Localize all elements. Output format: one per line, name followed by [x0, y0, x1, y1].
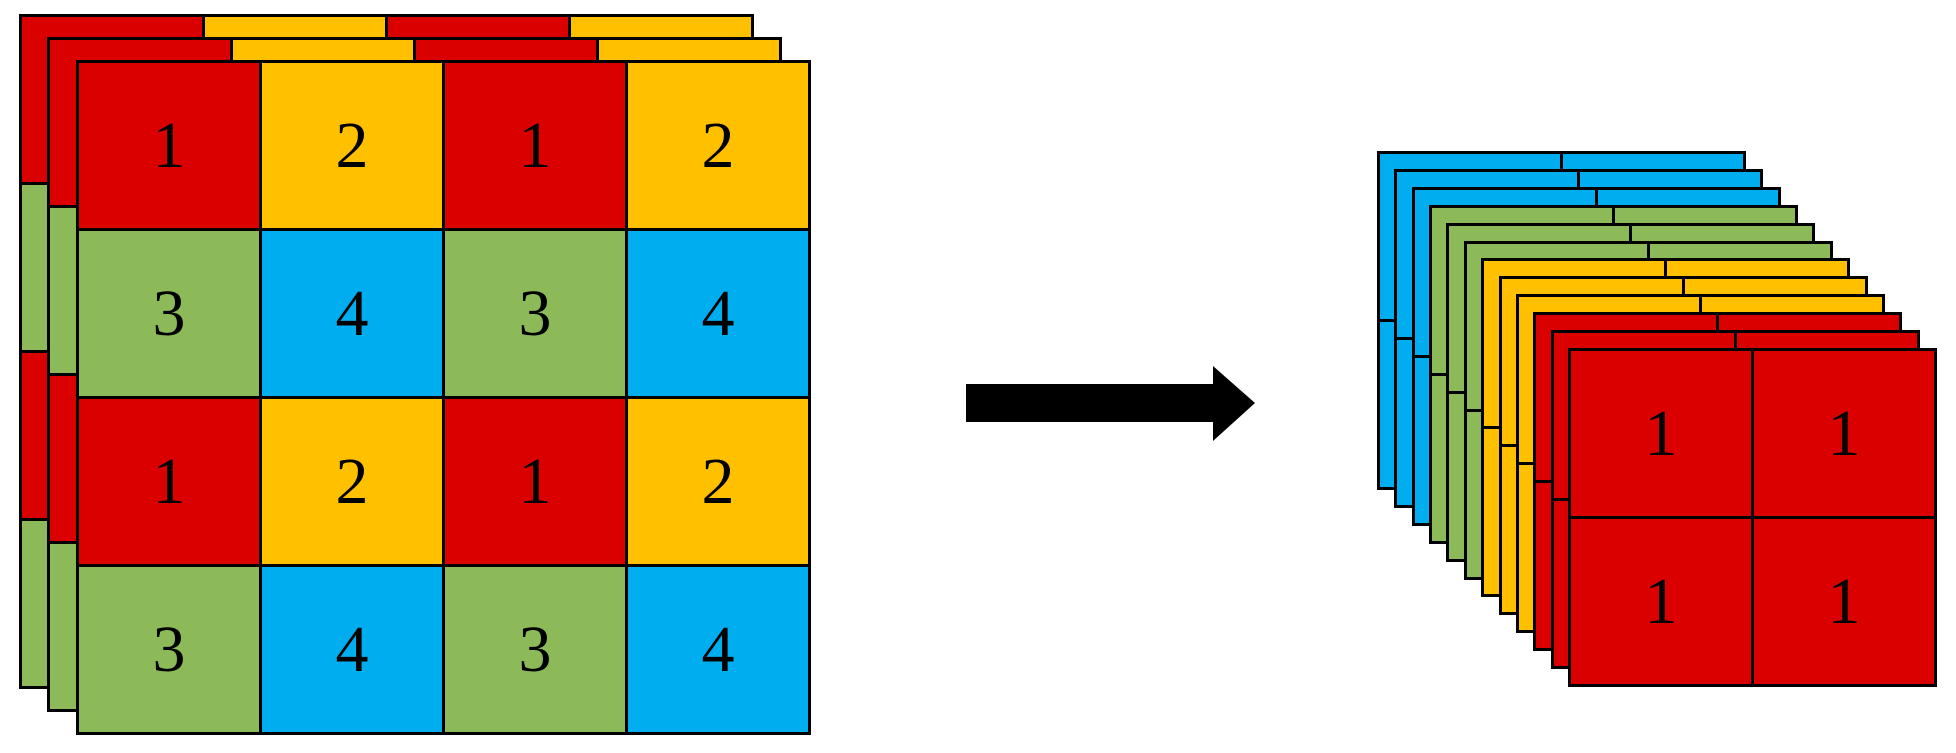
cell-value-label: 1 [518, 444, 552, 518]
input-cell: 2 [262, 63, 442, 228]
input-cell: 1 [79, 63, 259, 228]
cell-value-label: 3 [152, 276, 186, 350]
output-cell: 1 [1571, 351, 1751, 516]
cell-value-label: 3 [518, 612, 552, 686]
input-cell: 2 [628, 399, 808, 564]
input-cell: 4 [262, 231, 442, 396]
cell-value-label: 2 [335, 108, 369, 182]
cell-value-label: 3 [152, 612, 186, 686]
cell-value-label: 1 [1827, 564, 1861, 638]
cell-value-label: 4 [701, 276, 735, 350]
cell-value-label: 2 [701, 444, 735, 518]
cell-value-label: 1 [518, 108, 552, 182]
input-cell: 4 [262, 567, 442, 732]
cell-value-label: 1 [1827, 396, 1861, 470]
output-cell: 1 [1754, 351, 1934, 516]
cell-value-label: 1 [152, 444, 186, 518]
input-cell: 4 [628, 567, 808, 732]
output-layer-11-red: 1 1 1 1 [1568, 348, 1937, 687]
cell-value-label: 4 [335, 612, 369, 686]
input-cell: 3 [79, 231, 259, 396]
input-cell: 1 [79, 399, 259, 564]
input-cell: 3 [445, 231, 625, 396]
output-cell: 1 [1571, 519, 1751, 684]
arrow-shape [966, 366, 1255, 441]
cell-value-label: 4 [335, 276, 369, 350]
input-cell: 3 [445, 567, 625, 732]
output-cell: 1 [1754, 519, 1934, 684]
cell-value-label: 2 [701, 108, 735, 182]
cell-value-label: 1 [152, 108, 186, 182]
cell-value-label: 2 [335, 444, 369, 518]
input-cell: 1 [445, 399, 625, 564]
input-cell: 4 [628, 231, 808, 396]
input-cell: 3 [79, 567, 259, 732]
input-layer-2: 1 2 1 2 3 4 3 4 1 2 1 2 3 4 3 4 [76, 60, 811, 735]
transform-arrow [966, 366, 1255, 441]
cell-value-label: 3 [518, 276, 552, 350]
input-cell: 2 [628, 63, 808, 228]
cell-value-label: 1 [1644, 396, 1678, 470]
input-cell: 1 [445, 63, 625, 228]
input-cell: 2 [262, 399, 442, 564]
cell-value-label: 4 [701, 612, 735, 686]
cell-value-label: 1 [1644, 564, 1678, 638]
